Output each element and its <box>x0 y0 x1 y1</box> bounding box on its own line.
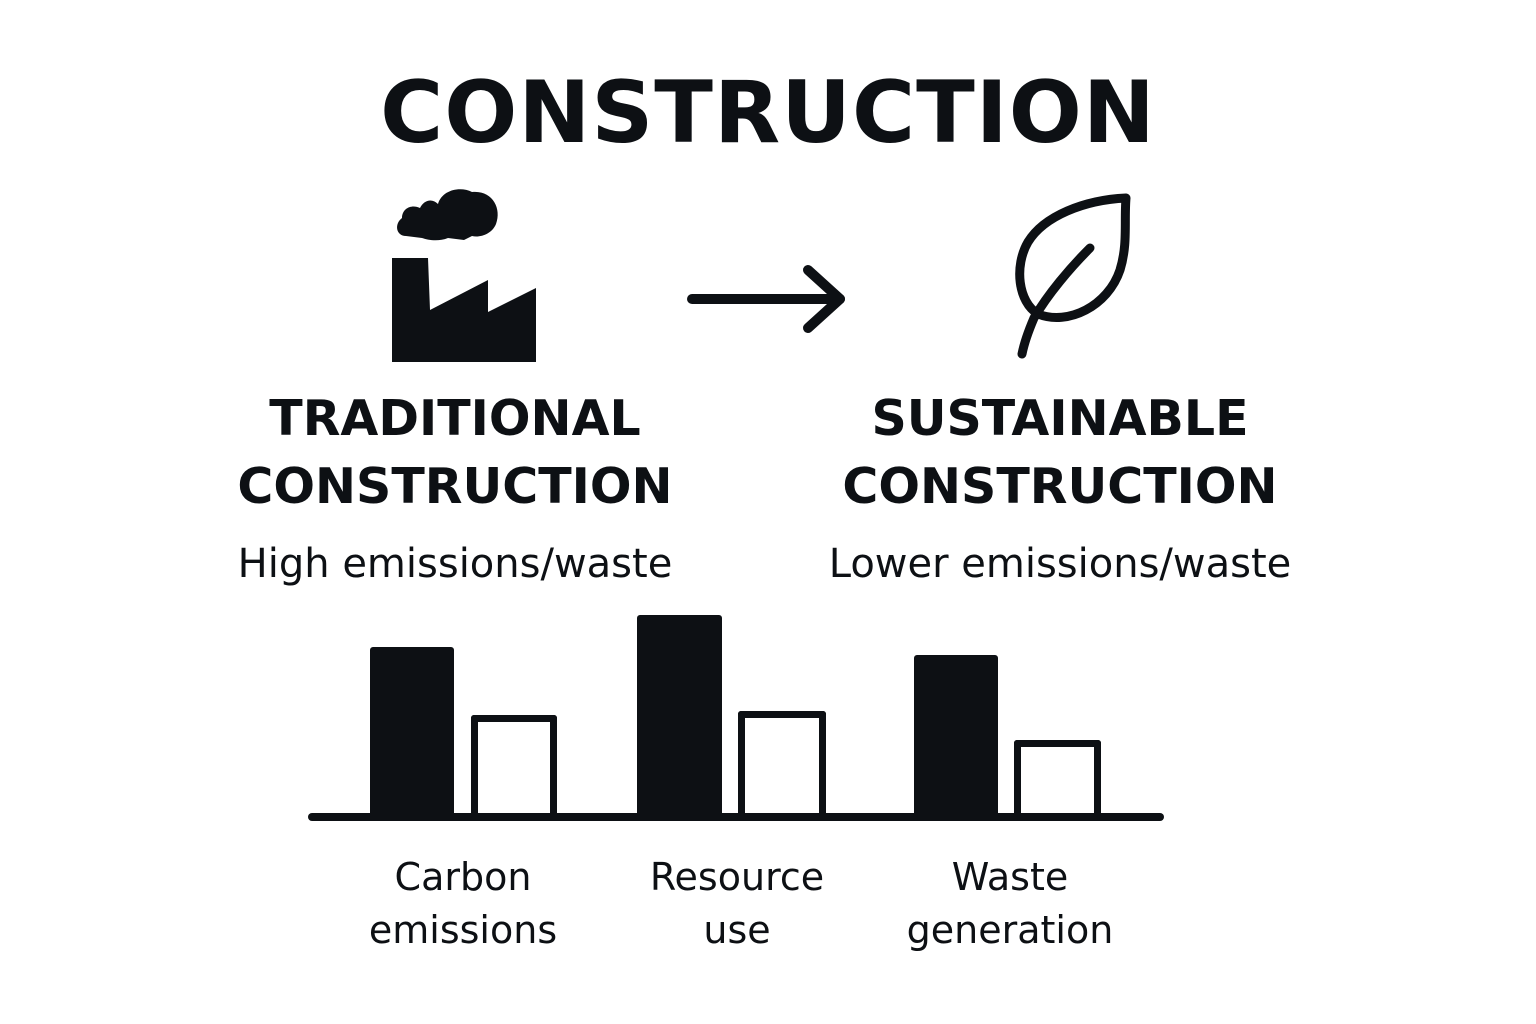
category-label-waste: Waste generation <box>906 855 1114 952</box>
sustainable-title-line2: CONSTRUCTION <box>842 458 1278 515</box>
page-title: CONSTRUCTION <box>380 63 1156 163</box>
category-label-carbon: Carbon emissions <box>368 855 558 952</box>
bar-traditional-carbon <box>370 647 454 816</box>
sustainable-subtitle: Lower emissions/waste <box>828 541 1292 587</box>
traditional-title: TRADITIONAL CONSTRUCTION <box>190 385 720 521</box>
traditional-subtitle: High emissions/waste <box>237 541 673 587</box>
bar-sustainable-carbon <box>471 715 557 816</box>
traditional-title-line2: CONSTRUCTION <box>237 458 673 515</box>
sustainable-title: SUSTAINABLE CONSTRUCTION <box>790 385 1330 521</box>
bar-traditional-waste <box>914 655 998 816</box>
bar-sustainable-resource <box>738 711 826 816</box>
bar-traditional-resource <box>637 615 722 816</box>
factory-icon <box>388 184 540 364</box>
leaf-icon <box>1004 186 1144 362</box>
traditional-title-line1: TRADITIONAL <box>269 390 641 447</box>
sustainable-title-line1: SUSTAINABLE <box>871 390 1249 447</box>
category-label-resource: Resource use <box>649 855 825 952</box>
comparison-bar-chart <box>300 600 1180 840</box>
arrow-right-icon <box>684 262 850 338</box>
chart-baseline <box>308 813 1164 821</box>
bar-sustainable-waste <box>1014 740 1101 816</box>
